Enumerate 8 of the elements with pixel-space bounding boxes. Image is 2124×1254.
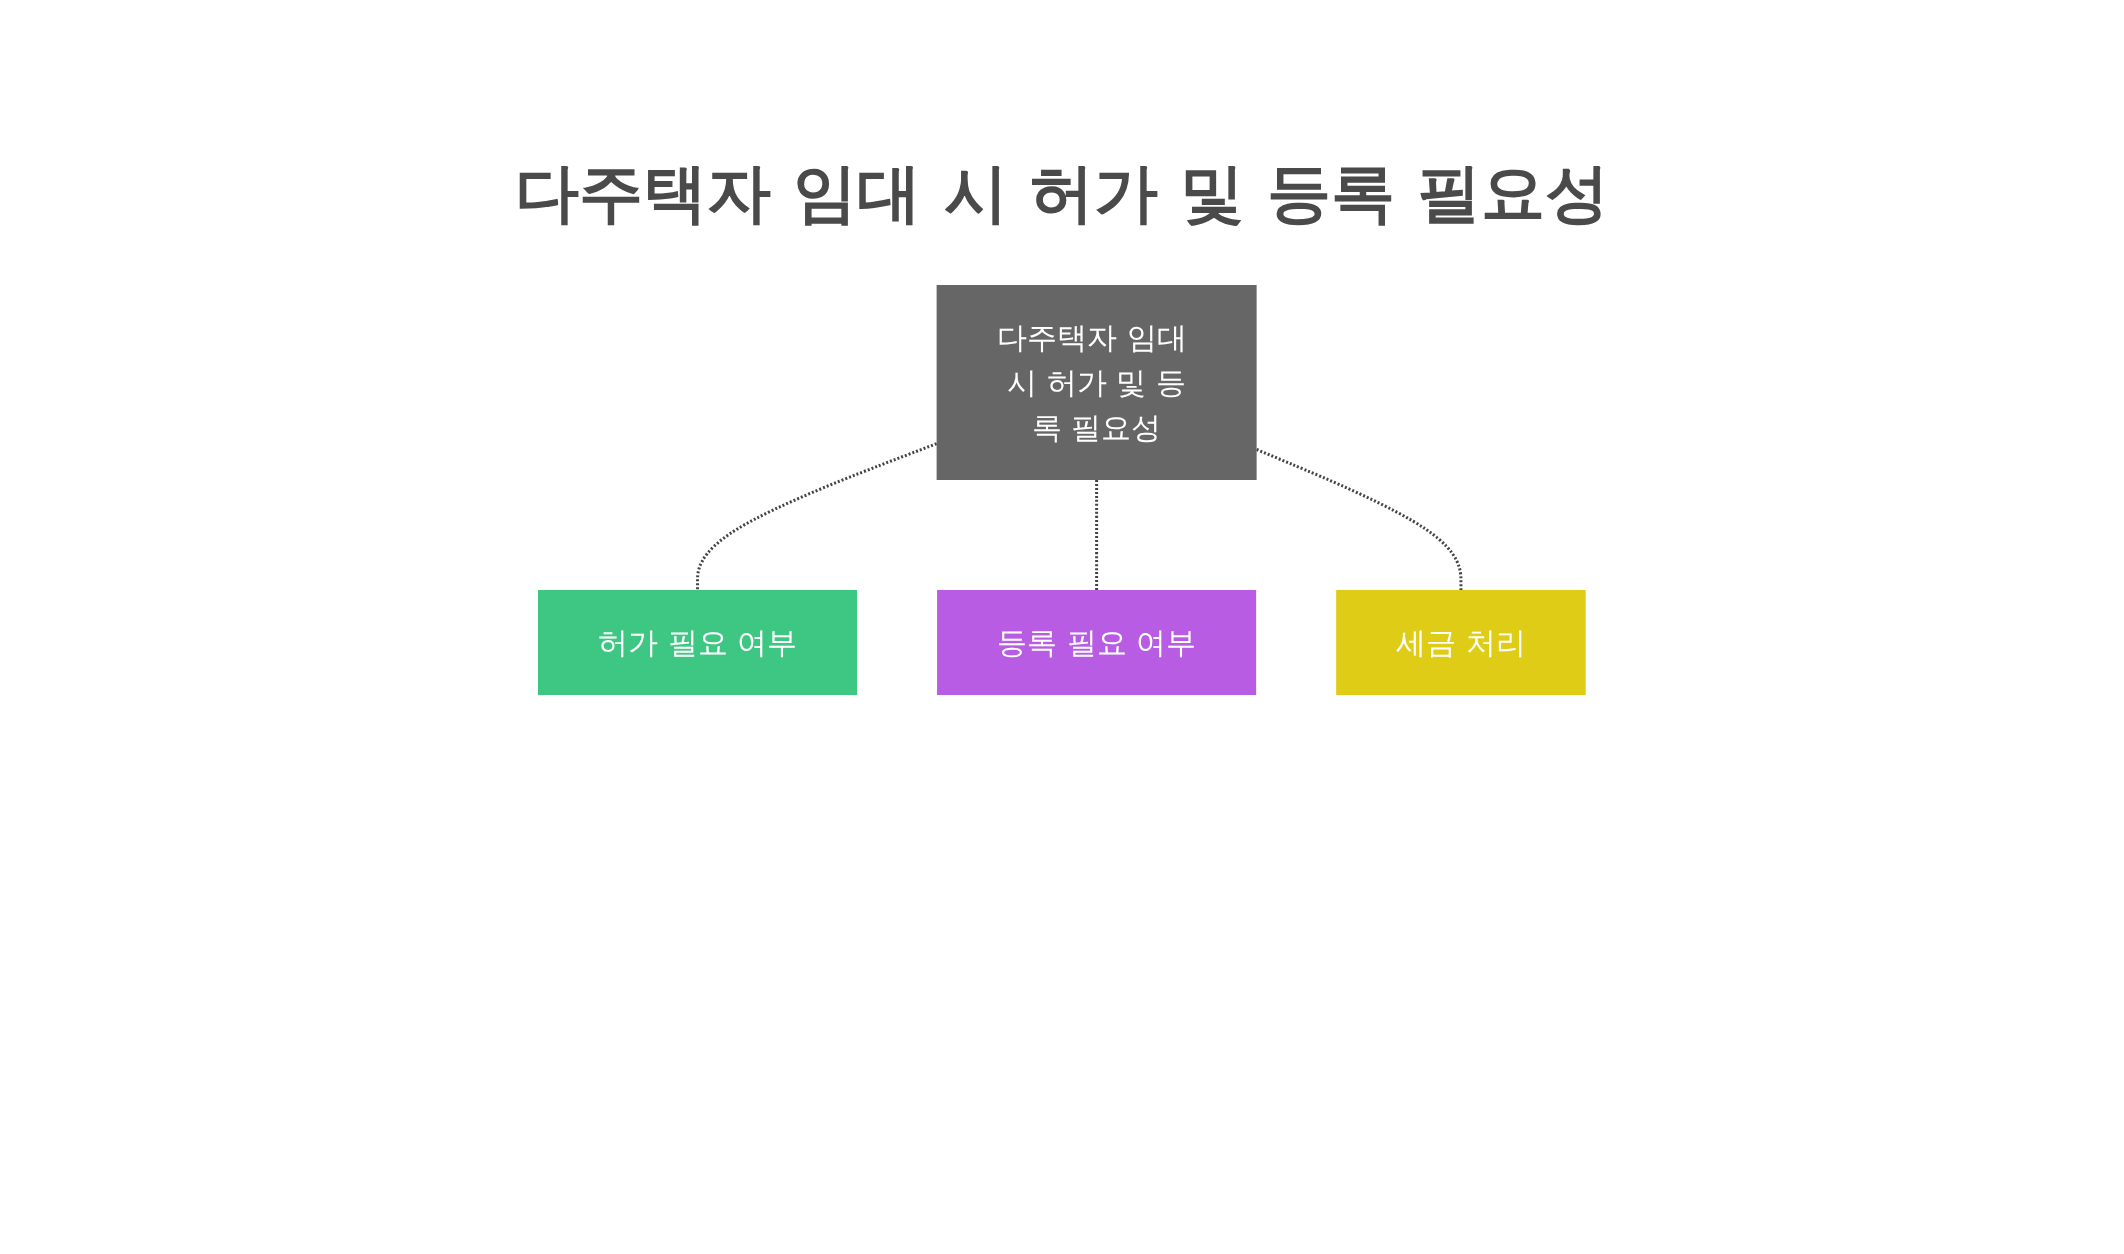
node-box: 허가 필요 여부 [538, 590, 858, 695]
node-box: 세금 처리 [1336, 590, 1586, 695]
node-box: 등록 필요 여부 [937, 590, 1257, 695]
connector [1095, 480, 1099, 590]
connector [1256, 448, 1463, 590]
connector [696, 442, 938, 590]
node-box: 다주택자 임대 시 허가 및 등록 필요성 [936, 285, 1257, 480]
diagram-title: 다주택자 임대 시 허가 및 등록 필요성 [514, 155, 1610, 232]
